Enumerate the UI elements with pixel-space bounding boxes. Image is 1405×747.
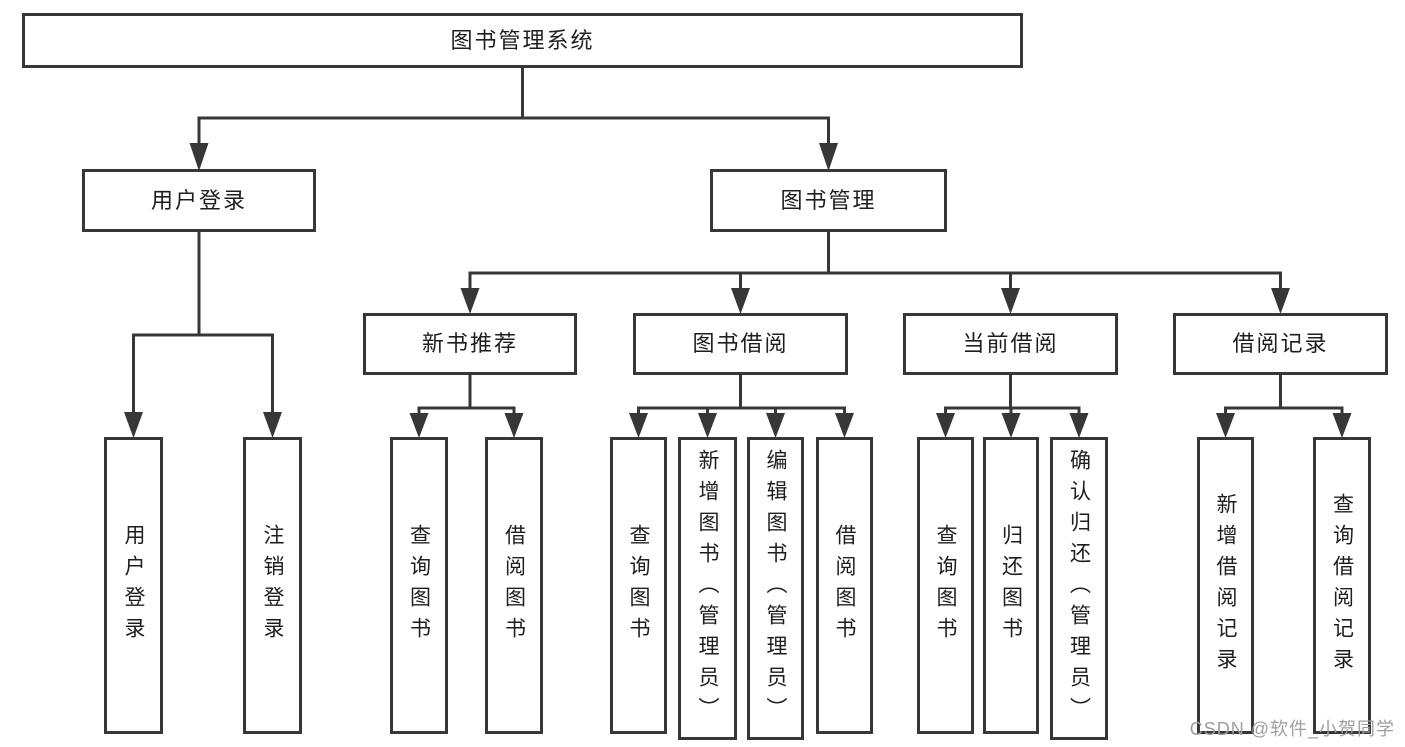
node-library-management-system: 图书管理系统 xyxy=(22,13,1023,68)
node-user-login: 用户登录 xyxy=(82,169,316,232)
leaf-edit-books-admin: 编辑图书（管理员） xyxy=(747,437,804,740)
leaf-add-borrow-record: 新增借阅记录 xyxy=(1197,437,1254,734)
node-borrow-records: 借阅记录 xyxy=(1173,313,1388,375)
node-book-management: 图书管理 xyxy=(710,169,947,232)
node-current-borrow: 当前借阅 xyxy=(903,313,1118,375)
leaf-user-login: 用户登录 xyxy=(104,437,163,734)
leaf-query-books-current: 查询图书 xyxy=(917,437,974,734)
leaf-borrow-books-recommend: 借阅图书 xyxy=(485,437,543,734)
leaf-logout: 注销登录 xyxy=(243,437,302,734)
csdn-watermark: CSDN @软件_小贺同学 xyxy=(1189,719,1395,739)
leaf-borrow-books: 借阅图书 xyxy=(816,437,873,734)
node-new-book-recommend: 新书推荐 xyxy=(363,313,577,375)
node-book-borrow: 图书借阅 xyxy=(633,313,848,375)
leaf-query-borrow-record: 查询借阅记录 xyxy=(1313,437,1371,734)
leaf-query-books-borrow: 查询图书 xyxy=(610,437,667,734)
leaf-return-books: 归还图书 xyxy=(983,437,1039,734)
leaf-add-books-admin: 新增图书（管理员） xyxy=(678,437,737,740)
leaf-confirm-return-admin: 确认归还（管理员） xyxy=(1050,437,1108,740)
leaf-query-books-recommend: 查询图书 xyxy=(390,437,448,734)
